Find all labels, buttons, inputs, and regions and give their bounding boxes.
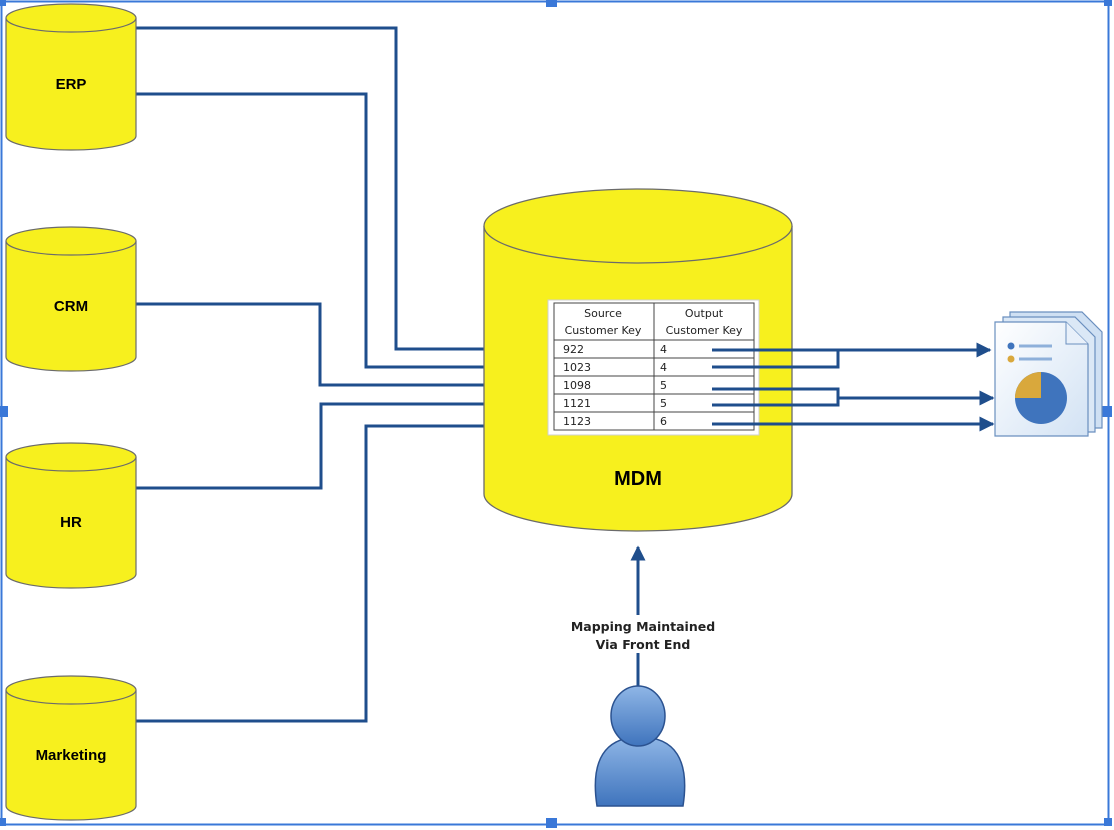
- row-output-key: 5: [660, 397, 667, 410]
- source-label-crm: CRM: [54, 298, 88, 315]
- header-output-line1: Output: [685, 307, 724, 320]
- report-document-icon: [994, 311, 1103, 437]
- row-source-key: 1098: [563, 379, 591, 392]
- mapping-note-line1: Mapping Maintained: [571, 619, 715, 634]
- source-label-hr: HR: [60, 514, 82, 531]
- source-label-erp: ERP: [56, 76, 87, 93]
- row-source-key: 1121: [563, 397, 591, 410]
- row-output-key: 4: [660, 361, 667, 374]
- erp-connector-2: [135, 92, 554, 375]
- hr-connector: [135, 396, 554, 490]
- source-hr: HR: [5, 442, 137, 589]
- row-source-key: 1123: [563, 415, 591, 428]
- header-source-line2: Customer Key: [565, 324, 642, 337]
- source-marketing: Marketing: [5, 675, 137, 821]
- source-erp: ERP: [5, 3, 137, 151]
- row-output-key: 4: [660, 343, 667, 356]
- header-source-line1: Source: [584, 307, 622, 320]
- row-output-key: 6: [660, 415, 667, 428]
- output-connector-5a: [712, 387, 840, 398]
- connectors: [135, 26, 554, 723]
- row-source-key: 922: [563, 343, 584, 356]
- marketing-connector: [135, 418, 554, 723]
- row-output-key: 5: [660, 379, 667, 392]
- crm-connector: [135, 302, 554, 393]
- source-crm: CRM: [5, 226, 137, 372]
- erp-connector-1: [135, 26, 554, 357]
- mdm-label: MDM: [614, 468, 662, 490]
- source-label-marketing: Marketing: [36, 747, 107, 764]
- output-connector-4b: [712, 350, 840, 369]
- mapping-note: Mapping Maintained Via Front End: [571, 615, 715, 653]
- output-connectors: [712, 342, 995, 432]
- mapping-note-line2: Via Front End: [596, 637, 691, 652]
- row-source-key: 1023: [563, 361, 591, 374]
- output-connector-5b: [712, 398, 840, 407]
- user-icon: [594, 685, 686, 807]
- header-output-line2: Customer Key: [666, 324, 743, 337]
